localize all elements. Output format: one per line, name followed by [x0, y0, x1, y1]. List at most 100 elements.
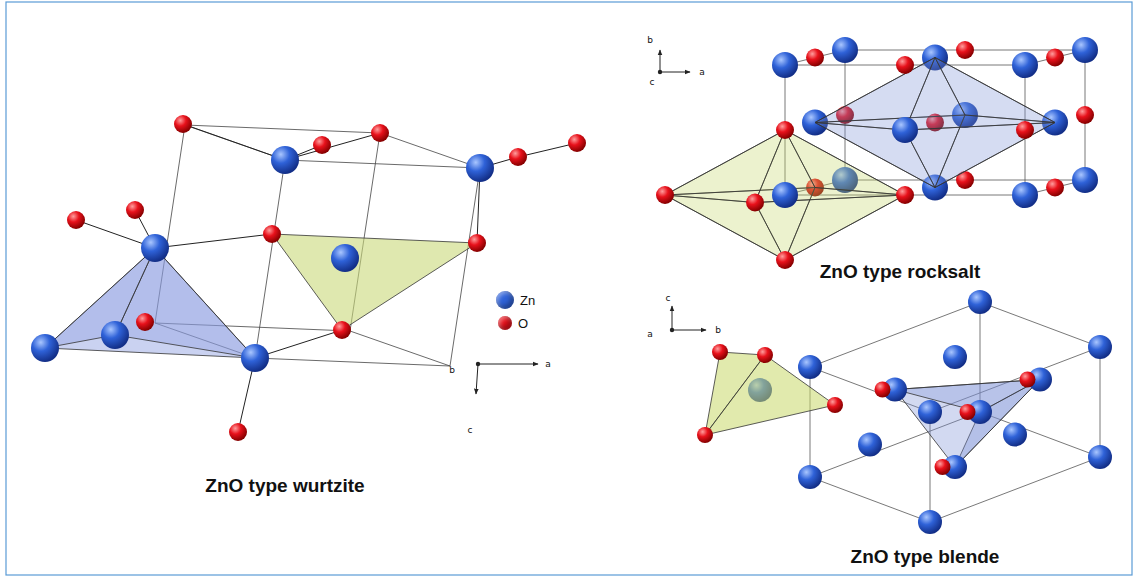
oxygen-atom: [468, 234, 486, 252]
oxygen-atom: [656, 186, 674, 204]
oxygen-atom: [333, 321, 351, 339]
oxygen-atom: [956, 41, 974, 59]
zinc-atom: [1088, 335, 1112, 359]
oxygen-atom: [712, 344, 728, 360]
axis-label: a: [699, 67, 705, 77]
unit-cell-edge: [450, 168, 480, 366]
zinc-atom: [772, 182, 798, 208]
zinc-atom: [918, 400, 942, 424]
zinc-atom: [101, 321, 129, 349]
zinc-atom: [241, 344, 269, 372]
oxygen-atom: [1016, 121, 1034, 139]
oxygen-atom: [509, 148, 527, 166]
structure-caption: ZnO type wurtzite: [205, 475, 364, 497]
zinc-atom: [858, 433, 882, 457]
blende-structure: [670, 290, 1112, 534]
zinc-atom: [1072, 37, 1098, 63]
zinc-atom: [1072, 167, 1098, 193]
oxygen-atom: [806, 49, 824, 67]
wurtzite-structure: [31, 115, 586, 441]
axis-label: c: [666, 293, 671, 303]
unit-cell-edge: [380, 133, 480, 168]
polyhedron-face: [785, 130, 905, 195]
oxygen-atom: [1046, 179, 1064, 197]
oxygen-atom: [757, 347, 773, 363]
oxygen-atom: [875, 382, 891, 398]
axis-label: c: [650, 77, 655, 87]
polyhedron-face: [45, 248, 255, 358]
oxygen-atom: [229, 423, 247, 441]
bond-line: [285, 133, 380, 160]
bond-line: [155, 234, 272, 248]
oxygen-atom: [776, 121, 794, 139]
zinc-atom: [1012, 52, 1038, 78]
oxygen-atom: [136, 313, 154, 331]
zinc-atom: [772, 52, 798, 78]
zinc-atom: [141, 234, 169, 262]
zinc-atom: [331, 244, 359, 272]
legend-entry: O: [498, 314, 528, 332]
unit-cell-edge: [255, 160, 285, 358]
polyhedron-face: [115, 248, 255, 358]
polyhedron-face: [895, 380, 1040, 468]
oxygen-atom: [1046, 49, 1064, 67]
legend-swatch: [496, 291, 514, 309]
axis-arrow: [672, 306, 673, 330]
polyhedron-face: [272, 234, 477, 330]
zinc-atom: [832, 37, 858, 63]
oxygen-atom: [263, 225, 281, 243]
axis-arrow: [672, 330, 706, 331]
legend-text: O: [518, 316, 528, 331]
zinc-atom: [943, 345, 967, 369]
unit-cell-edge: [185, 125, 380, 133]
figure-frame: [6, 2, 1132, 575]
legend-swatch: [498, 316, 512, 330]
axis-arrow: [660, 50, 661, 72]
zinc-atom: [798, 465, 822, 489]
axis-label: c: [468, 425, 473, 435]
zinc-atom: [918, 510, 942, 534]
zinc-atom: [968, 290, 992, 314]
axis-label: b: [449, 365, 455, 375]
oxygen-atom: [313, 136, 331, 154]
oxygen-atom: [1020, 372, 1036, 388]
axis-label: a: [545, 359, 551, 369]
zinc-atom: [798, 355, 822, 379]
oxygen-atom: [896, 56, 914, 74]
unit-cell-edge: [810, 367, 811, 477]
bond-line: [518, 143, 577, 157]
bond-line: [183, 124, 285, 160]
oxygen-atom: [776, 251, 794, 269]
unit-cell-edge: [285, 160, 480, 168]
oxygen-atom: [960, 404, 976, 420]
rocksalt-structure: [656, 37, 1098, 269]
oxygen-atom: [697, 427, 713, 443]
structure-caption: ZnO type rocksalt: [820, 261, 981, 283]
oxygen-atom: [746, 194, 764, 212]
axis-label: b: [715, 325, 721, 335]
oxygen-atom: [896, 186, 914, 204]
polyhedron-face: [705, 355, 835, 435]
zinc-atom: [1088, 445, 1112, 469]
zinc-atom: [271, 146, 299, 174]
oxygen-atom: [568, 134, 586, 152]
axis-arrow: [476, 364, 478, 394]
zinc-atom: [1012, 182, 1038, 208]
structure-caption: ZnO type blende: [851, 546, 1000, 568]
axis-arrow: [478, 364, 538, 365]
polyhedron-face: [45, 248, 155, 348]
oxygen-atom: [371, 124, 389, 142]
axis-arrow: [660, 72, 690, 73]
unit-cell-edge: [255, 358, 450, 366]
unit-cell-edge: [350, 331, 450, 366]
oxygen-atom: [174, 115, 192, 133]
axis-label: a: [647, 329, 653, 339]
zinc-atom: [31, 334, 59, 362]
oxygen-atom: [67, 211, 85, 229]
oxygen-atom: [1076, 106, 1094, 124]
axis-label: b: [647, 35, 653, 45]
unit-cell-edge: [1100, 347, 1101, 457]
zinc-atom: [1003, 423, 1027, 447]
